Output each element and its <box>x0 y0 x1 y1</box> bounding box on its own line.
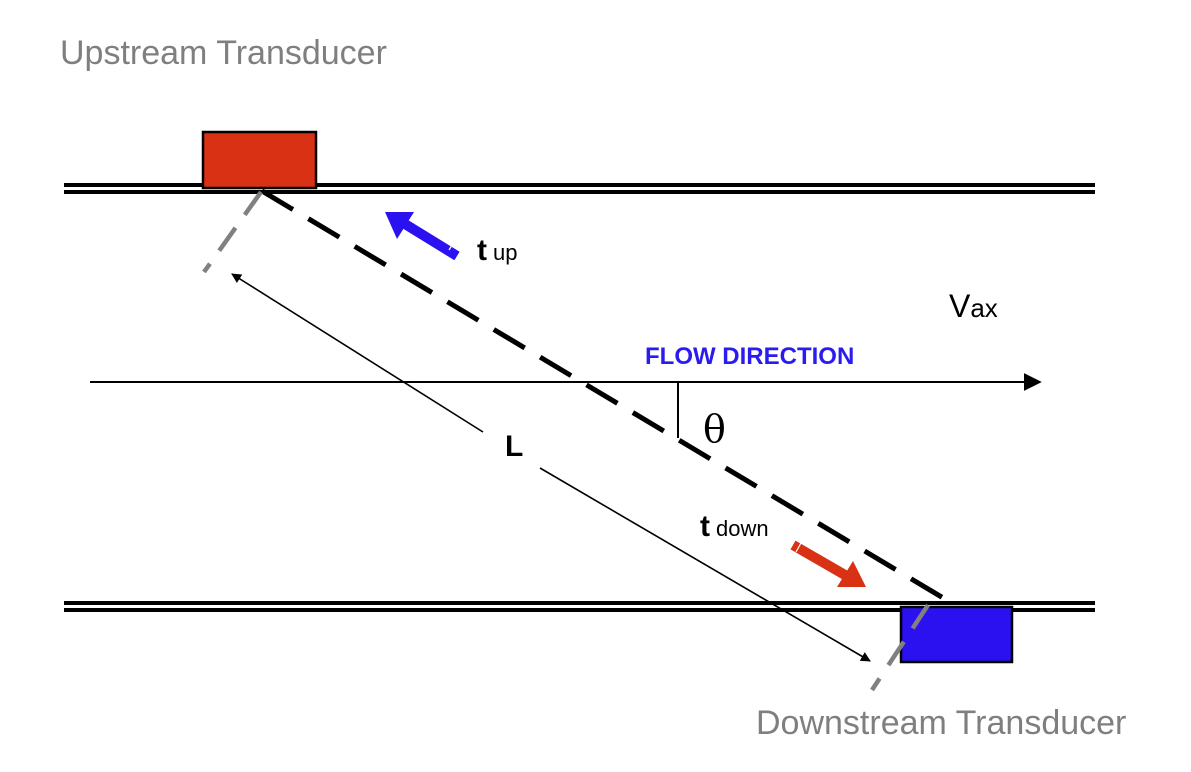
downstream-extension-line <box>870 603 930 692</box>
flow-direction-label: FLOW DIRECTION <box>645 343 855 370</box>
velocity-subscript: ax <box>970 293 998 323</box>
downstream-transducer <box>899 605 1014 664</box>
angle-theta-label: θ <box>703 407 726 451</box>
t-up-arrow <box>385 212 460 261</box>
t-down-symbol: t <box>700 510 710 543</box>
path-length-label: L <box>505 430 524 463</box>
length-arrow-upper <box>231 273 484 433</box>
t-up-symbol: t <box>477 234 487 267</box>
acoustic-path <box>260 188 957 608</box>
velocity-symbol: V <box>949 288 971 324</box>
length-arrow-lower <box>539 467 871 662</box>
t-up-subscript: up <box>493 240 518 265</box>
downstream-transducer-label: Downstream Transducer <box>756 704 1127 742</box>
upstream-transducer-label: Upstream Transducer <box>60 34 387 72</box>
upstream-transducer <box>201 130 318 190</box>
upstream-extension-line <box>202 190 263 274</box>
t-down-subscript: down <box>716 516 769 541</box>
t-down-arrow <box>790 540 866 587</box>
axial-velocity-label: Vax <box>949 290 998 322</box>
